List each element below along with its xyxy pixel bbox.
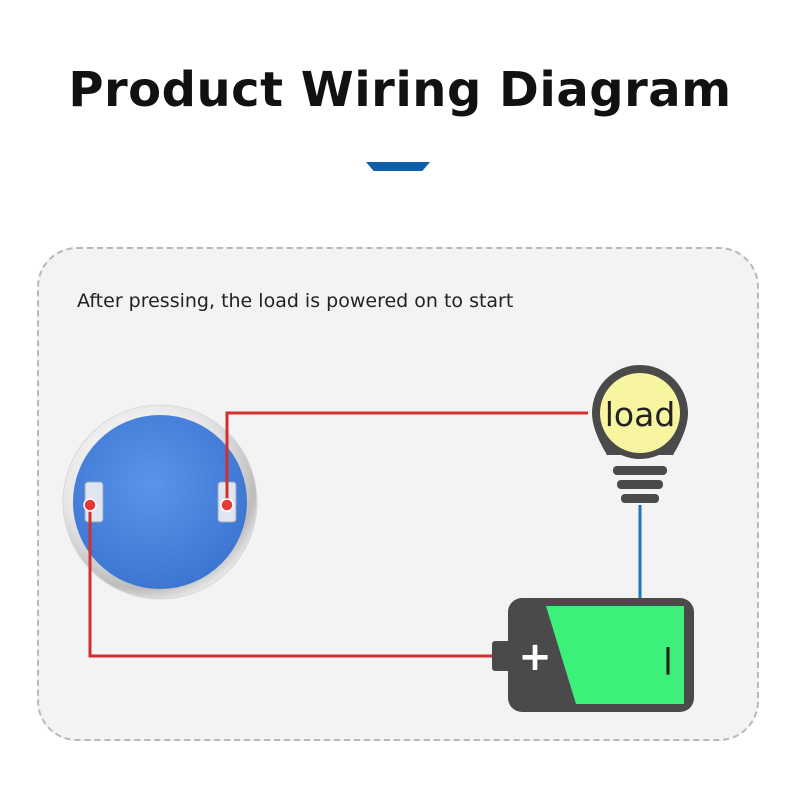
terminal-dot-right [220, 498, 234, 512]
bulb-glass [600, 373, 680, 453]
light-bulb-icon: load [592, 365, 688, 503]
bulb-base-ring-2 [617, 480, 663, 489]
page-title: Product Wiring Diagram [68, 62, 732, 118]
battery-plus-sign: + [518, 634, 552, 680]
wire-switch-to-load [225, 411, 588, 505]
wires [88, 411, 642, 658]
bulb-base-ring-3 [621, 494, 659, 503]
diagram-caption: After pressing, the load is powered on t… [77, 290, 514, 312]
wire-switch-to-battery [88, 505, 495, 658]
battery-minus-sign: | [663, 642, 673, 675]
battery-icon: + | [492, 598, 694, 712]
title-accent-bar [366, 162, 430, 171]
push-button-switch [62, 404, 258, 600]
terminal-dot-left [83, 498, 97, 512]
load-label: load [605, 395, 676, 434]
button-face [73, 415, 247, 589]
battery-terminal [492, 641, 512, 671]
battery-charge-fill [546, 606, 684, 704]
bulb-base-ring-1 [613, 466, 667, 475]
